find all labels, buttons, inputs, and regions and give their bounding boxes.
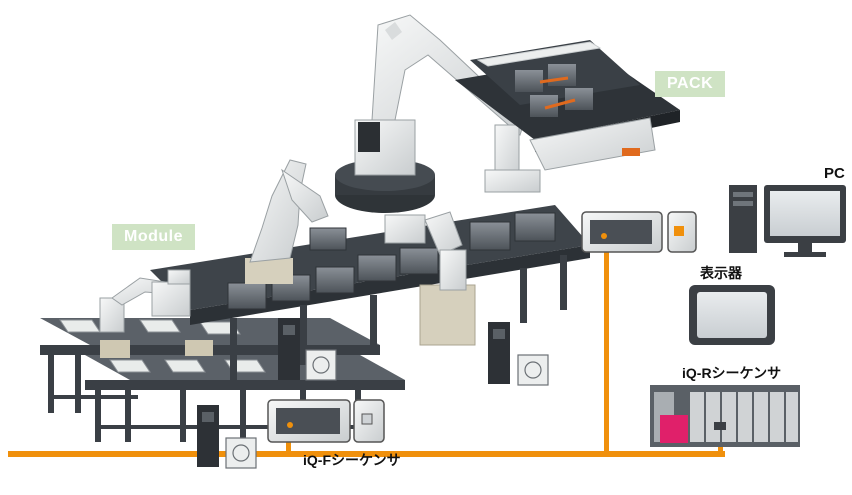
display-label: 表示器 xyxy=(700,265,742,281)
iq-f-plc-icon xyxy=(267,399,385,443)
center-plc-icon xyxy=(581,211,697,253)
pack-robot xyxy=(335,14,541,213)
iq-r-sequencer-label: iQ-Rシーケンサ xyxy=(682,365,782,381)
battery-pack xyxy=(455,40,680,171)
servo-amplifier-icon xyxy=(197,318,510,467)
module-robot-arms xyxy=(99,159,467,333)
iq-f-sequencer-label: iQ-Fシーケンサ xyxy=(303,452,401,468)
desktop-computer-icon xyxy=(729,185,846,257)
hmi-display-icon xyxy=(689,285,775,345)
pc-label: PC xyxy=(824,165,845,182)
main-conveyor xyxy=(150,205,590,388)
network-backbone xyxy=(8,451,725,457)
iq-r-plc-rack-icon xyxy=(650,385,800,447)
network-drop-center xyxy=(604,240,609,454)
pack-badge: PACK xyxy=(655,71,726,97)
module-badge: Module xyxy=(112,224,195,250)
servo-motor-icon xyxy=(225,349,549,469)
